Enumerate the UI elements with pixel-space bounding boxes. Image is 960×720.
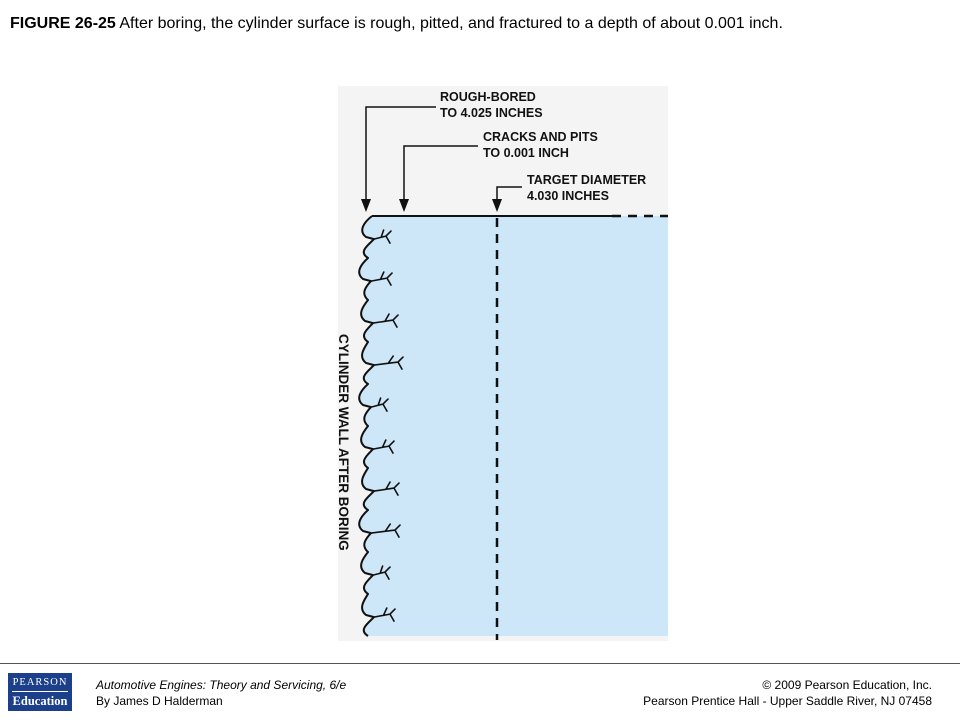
book-author: By James D Halderman: [96, 694, 223, 708]
footer-divider: [0, 663, 960, 664]
pearson-education-logo: PEARSON Education: [8, 673, 72, 711]
cracks-pits-label-line1: CRACKS AND PITS: [483, 130, 598, 144]
copyright-text: © 2009 Pearson Education, Inc.: [762, 678, 932, 692]
target-diameter-arrowhead: [492, 199, 502, 212]
target-diameter-label-line2: 4.030 INCHES: [527, 189, 609, 203]
cylinder-wall-label: CYLINDER WALL AFTER BORING: [336, 334, 351, 551]
cylinder-bore-area: [359, 216, 668, 636]
publisher-text: Pearson Prentice Hall - Upper Saddle Riv…: [643, 694, 932, 708]
caption-text: After boring, the cylinder surface is ro…: [115, 15, 783, 32]
rough-bored-label-line2: TO 4.025 INCHES: [440, 106, 543, 120]
logo-line1: PEARSON: [12, 675, 68, 692]
target-diameter-leader: [496, 186, 522, 202]
cracks-pits-leader: [403, 145, 478, 202]
crack-lines: [370, 229, 404, 622]
book-info: Automotive Engines: Theory and Servicing…: [96, 677, 346, 709]
rough-wall-edge: [358, 215, 375, 637]
book-title: Automotive Engines: Theory and Servicing…: [96, 678, 347, 692]
rough-bored-arrowhead: [361, 199, 371, 212]
cracks-pits-arrowhead: [399, 199, 409, 212]
rough-bored-label-line1: ROUGH-BORED: [440, 90, 536, 104]
logo-line2: Education: [12, 694, 68, 708]
figure-label: FIGURE 26-25: [10, 15, 116, 32]
copyright-info: © 2009 Pearson Education, Inc. Pearson P…: [643, 677, 932, 709]
rough-bored-leader: [365, 106, 436, 202]
figure-caption: FIGURE 26-25 After boring, the cylinder …: [10, 14, 950, 34]
cracks-pits-label-line2: TO 0.001 INCH: [483, 146, 569, 160]
target-diameter-label-line1: TARGET DIAMETER: [527, 173, 646, 187]
